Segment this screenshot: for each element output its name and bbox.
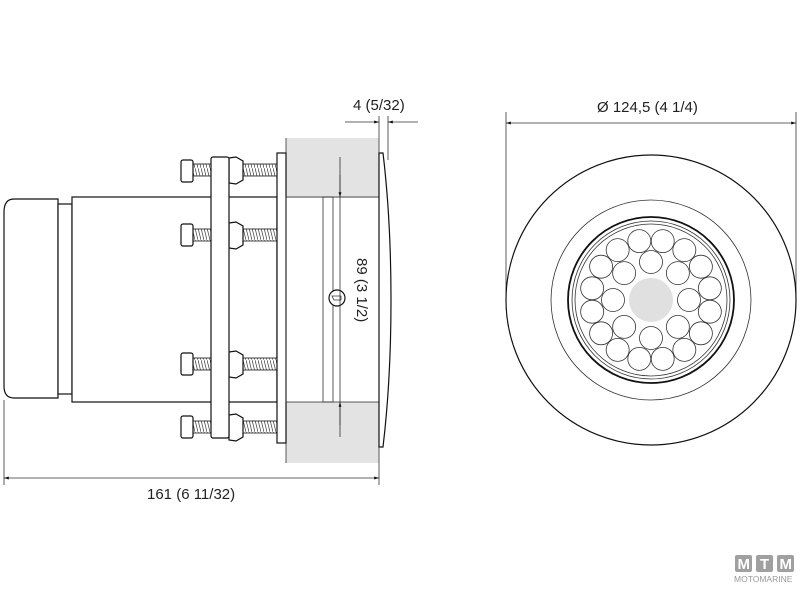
svg-text:M: M bbox=[738, 556, 751, 573]
led bbox=[612, 261, 637, 286]
led bbox=[589, 321, 614, 346]
led bbox=[650, 346, 675, 371]
svg-text:MOTOMARINE: MOTOMARINE bbox=[734, 574, 793, 584]
svg-text:T: T bbox=[760, 556, 769, 573]
led bbox=[589, 254, 614, 279]
led bbox=[677, 288, 701, 312]
rear-cap bbox=[3, 198, 59, 399]
cutout-dimension-label: 89 (3 1/2) bbox=[353, 258, 370, 322]
bolt bbox=[180, 413, 278, 442]
led bbox=[665, 261, 690, 286]
led bbox=[639, 326, 663, 350]
length-dimension-label: 161 (6 11/32) bbox=[147, 486, 235, 503]
bolt bbox=[180, 221, 278, 250]
housing-body bbox=[71, 196, 278, 403]
screw-icon bbox=[328, 289, 346, 307]
led bbox=[672, 238, 697, 263]
led bbox=[580, 299, 605, 324]
front-view: Ø 124,5 (4 1/4) bbox=[505, 99, 797, 446]
wall-section-bottom bbox=[286, 402, 379, 463]
led bbox=[601, 288, 625, 312]
led bbox=[697, 299, 722, 324]
led bbox=[650, 229, 675, 254]
led bbox=[627, 229, 652, 254]
bezel-inner-ring bbox=[550, 199, 752, 401]
led bbox=[605, 337, 630, 362]
led bbox=[697, 276, 722, 301]
diameter-dimension-label: Ø 124,5 (4 1/4) bbox=[597, 99, 698, 116]
bolt bbox=[180, 350, 278, 379]
led-array bbox=[580, 229, 722, 371]
lens-rim bbox=[567, 216, 735, 384]
led bbox=[688, 254, 713, 279]
led bbox=[627, 346, 652, 371]
bezel-thickness-label: 4 (5/32) bbox=[353, 97, 405, 114]
step-ring bbox=[57, 203, 73, 395]
side-view: 89 (3 1/2) 4 (5/32) 161 (6 11/32) bbox=[3, 97, 418, 503]
led bbox=[688, 321, 713, 346]
wall-section-top bbox=[286, 138, 379, 198]
motomarine-logo: M T M MOTOMARINE bbox=[734, 555, 794, 584]
led bbox=[605, 238, 630, 263]
led bbox=[665, 314, 690, 339]
bezel-outer bbox=[505, 154, 797, 446]
led bbox=[580, 276, 605, 301]
front-bezel bbox=[378, 152, 392, 448]
mounting-plate bbox=[276, 152, 287, 444]
led bbox=[639, 250, 663, 274]
svg-text:M: M bbox=[780, 556, 793, 573]
led bbox=[672, 337, 697, 362]
lens-center bbox=[629, 278, 673, 322]
led bbox=[612, 314, 637, 339]
clamp-flange bbox=[210, 156, 230, 439]
